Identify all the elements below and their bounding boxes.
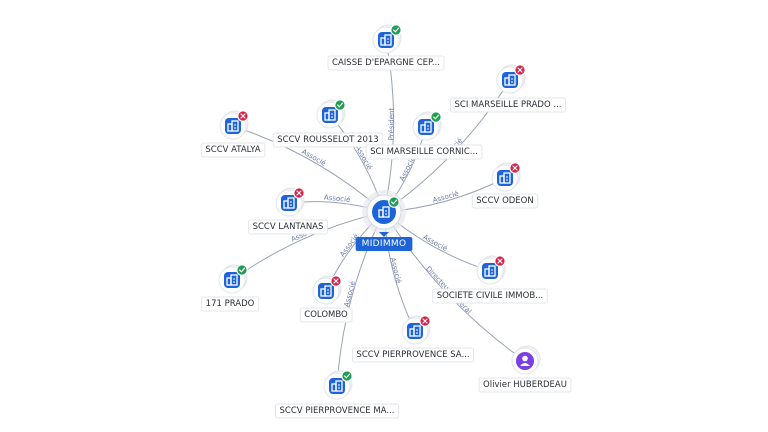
edge-label: Associé	[432, 190, 460, 205]
node-label-text: SOCIETE CIVILE IMMOB...	[437, 291, 544, 301]
node-label-huberdeau: Olivier HUBERDEAU	[478, 377, 572, 393]
node-label-text: COLOMBO	[304, 310, 348, 320]
node-immob[interactable]: SOCIETE CIVILE IMMOB...	[432, 255, 548, 304]
building-icon	[378, 206, 390, 218]
building-icon	[331, 380, 343, 392]
node-label-caisse: CAISSE D'EPARGNE CEP...	[327, 55, 445, 71]
node-label-corniche: SCI MARSEILLE CORNIC...	[365, 144, 483, 160]
node-label-text: SCI MARSEILLE CORNIC...	[370, 147, 478, 157]
node-label-text: 171 PRADO	[206, 299, 255, 309]
close-badge-icon	[237, 110, 249, 122]
node-huberdeau[interactable]: Olivier HUBERDEAU	[478, 345, 572, 393]
node-label-text: SCCV ATALYA	[205, 145, 260, 155]
check-badge-icon	[341, 370, 353, 382]
node-label-odeon: SCCV ODEON	[471, 193, 539, 209]
node-label-text: SCCV LANTANAS	[253, 222, 324, 232]
node-atalya[interactable]: SCCV ATALYA	[200, 110, 266, 158]
node-label-text: SCI MARSEILLE PRADO ...	[455, 100, 562, 110]
check-badge-icon	[390, 24, 402, 36]
center-label: MIDIMMO	[355, 237, 413, 251]
node-label-pierprov-ma: SCCV PIERPROVENCE MA...	[275, 403, 399, 419]
node-corniche[interactable]: SCI MARSEILLE CORNIC...	[365, 111, 483, 160]
node-label-text: SCCV PIERPROVENCE MA...	[280, 406, 395, 416]
node-label-immob: SOCIETE CIVILE IMMOB...	[432, 288, 548, 304]
close-badge-icon	[293, 187, 305, 199]
edge-label: Associé	[422, 233, 449, 253]
check-badge-icon	[430, 111, 442, 123]
building-icon	[499, 172, 511, 184]
building-icon	[484, 265, 496, 277]
node-label-lantanas: SCCV LANTANAS	[248, 219, 328, 235]
edge-label: Président	[387, 107, 395, 140]
node-pierprov-ma[interactable]: SCCV PIERPROVENCE MA...	[275, 370, 399, 419]
node-label-text: SCCV ROUSSELOT 2013	[277, 135, 378, 145]
node-label-prado171: 171 PRADO	[201, 296, 260, 312]
node-label-rousselot: SCCV ROUSSELOT 2013	[272, 132, 384, 148]
center-label-text: MIDIMMO	[362, 239, 407, 249]
node-caisse[interactable]: CAISSE D'EPARGNE CEP...	[327, 24, 445, 71]
node-sci-prado[interactable]: SCI MARSEILLE PRADO ...	[450, 64, 566, 113]
edge-label: Associé	[324, 194, 351, 204]
person-icon	[520, 355, 530, 366]
node-label-atalya: SCCV ATALYA	[200, 142, 266, 158]
nodes-layer: CAISSE D'EPARGNE CEP... SCI MARSEILLE PRA…	[200, 24, 572, 419]
building-icon	[420, 121, 432, 133]
node-pierprov-sa[interactable]: SCCV PIERPROVENCE SA...	[351, 315, 475, 363]
node-label-text: SCCV PIERPROVENCE SA...	[356, 350, 469, 360]
close-badge-icon	[494, 255, 506, 267]
close-badge-icon	[330, 275, 342, 287]
edge-label: Associé	[343, 280, 358, 308]
node-label-pierprov-sa: SCCV PIERPROVENCE SA...	[351, 347, 475, 363]
node-colombo[interactable]: COLOMBO	[299, 275, 353, 323]
building-icon	[283, 197, 295, 209]
building-icon	[409, 325, 421, 337]
building-icon	[320, 285, 332, 297]
node-label-text: CAISSE D'EPARGNE CEP...	[332, 58, 440, 68]
node-label-sci-prado: SCI MARSEILLE PRADO ...	[450, 97, 566, 113]
node-label-text: SCCV ODEON	[476, 196, 533, 206]
check-badge-icon	[236, 264, 248, 276]
node-prado171[interactable]: 171 PRADO	[201, 264, 260, 312]
node-lantanas[interactable]: SCCV LANTANAS	[248, 187, 328, 235]
edge-label: Associé	[388, 257, 402, 285]
building-icon	[227, 120, 239, 132]
node-rousselot[interactable]: SCCV ROUSSELOT 2013	[272, 99, 384, 148]
check-badge-icon	[334, 99, 346, 111]
node-odeon[interactable]: SCCV ODEON	[471, 162, 539, 209]
center-node[interactable]: MIDIMMO	[355, 190, 413, 251]
node-label-text: Olivier HUBERDEAU	[483, 380, 567, 390]
close-badge-icon	[509, 162, 521, 174]
building-icon	[324, 109, 336, 121]
edge-label: Associé	[300, 148, 327, 168]
node-label-colombo: COLOMBO	[299, 307, 353, 323]
building-icon	[504, 74, 516, 86]
close-badge-icon	[419, 315, 431, 327]
building-icon	[380, 34, 392, 46]
check-badge-icon	[388, 196, 400, 208]
close-badge-icon	[514, 64, 526, 76]
building-icon	[226, 274, 238, 286]
